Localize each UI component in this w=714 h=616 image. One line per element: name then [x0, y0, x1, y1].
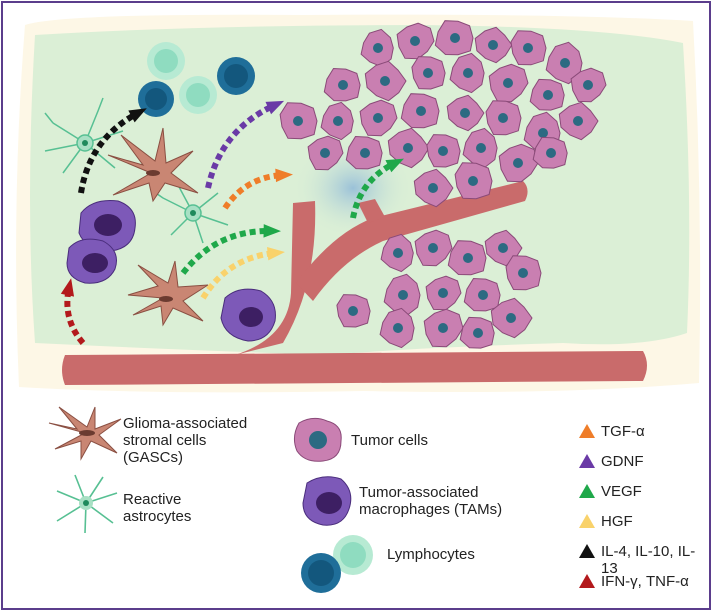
factor-legend-label: HGF [601, 513, 633, 530]
tumor-cell [414, 229, 453, 267]
tumor-cell [279, 102, 318, 140]
legend-gasc-label: Glioma-associated stromal cells (GASCs) [123, 415, 248, 466]
factor-legend-label: IFN-γ, TNF-α [601, 573, 689, 590]
gasc-bottom [127, 260, 209, 327]
factor-legend-label: VEGF [601, 483, 642, 500]
tumor-cell [485, 100, 522, 136]
tumor-cell-legend-icon [293, 417, 342, 462]
signal-arrow [78, 108, 147, 194]
signaling-arrows [60, 100, 404, 345]
tumor-cell [413, 168, 454, 208]
tumor-cell [498, 143, 539, 183]
tumor-cell [532, 136, 568, 169]
signal-arrow [180, 224, 281, 275]
tumor-cell [570, 67, 607, 103]
factor-triangle-icon [578, 573, 596, 594]
tumor-cell [364, 60, 407, 102]
tumor-cell [360, 28, 394, 68]
tumor-cell [463, 277, 501, 312]
tumor-cell [474, 26, 513, 64]
tumor-cell [459, 316, 495, 349]
tumor-cell [462, 127, 498, 169]
tumor-cell [383, 273, 421, 317]
signal-arrow [350, 158, 404, 219]
factor-triangle-icon [578, 543, 596, 564]
reactive-astrocyte-mid [152, 184, 229, 244]
lymphocyte-group [138, 42, 255, 117]
legend-tumor-label: Tumor cells [351, 432, 428, 449]
tumor-cell [323, 67, 361, 102]
tumor-cell [345, 135, 383, 170]
tumor-cell-cluster [279, 20, 607, 349]
tumor-cell [423, 308, 464, 348]
tam-legend-icon [302, 476, 352, 526]
factor-legend-label: GDNF [601, 453, 644, 470]
legend-astrocyte-label: Reactive astrocytes [123, 491, 192, 525]
tumor-cell [510, 30, 547, 66]
lymphocyte-legend-icon [301, 535, 373, 593]
microenvironment-diagram [16, 14, 701, 393]
factor-triangle-icon [578, 513, 596, 534]
factor-legend-label: TGF-α [601, 423, 645, 440]
reactive-astrocyte-top [44, 97, 124, 174]
tumor-cell [425, 275, 462, 311]
factor-triangle-icon [578, 483, 596, 504]
astrocyte-legend-icon [56, 474, 118, 534]
legend-tam-label: Tumor-associated macrophages (TAMs) [359, 484, 503, 518]
tumor-cell [336, 294, 371, 328]
tumor-cell [396, 22, 435, 60]
tumor-cell [320, 101, 354, 141]
tumor-cell [446, 94, 485, 132]
tumor-cell [454, 162, 493, 200]
tumor-cell [529, 78, 565, 111]
tumor-cell [411, 56, 446, 90]
blood-vessel [62, 181, 647, 385]
signal-arrow [222, 168, 293, 210]
tumor-cell [558, 101, 599, 141]
factor-triangle-icon [578, 423, 596, 444]
tumor-cell [505, 255, 542, 291]
tumor-cell [490, 297, 533, 339]
signal-arrow [205, 100, 285, 189]
tumor-cell [307, 135, 344, 171]
gasc-top [107, 127, 199, 203]
tam-group [66, 200, 276, 342]
tumor-cell [426, 134, 461, 168]
tumor-cell [449, 52, 485, 94]
factor-legend-label: IL-4, IL-10, IL-13 [601, 543, 696, 577]
tumor-cell [379, 307, 415, 349]
tumor-cell [380, 233, 414, 273]
tumor-cell [434, 20, 474, 56]
legend-lymphocyte-label: Lymphocytes [387, 546, 475, 563]
factor-triangle-icon [578, 453, 596, 474]
gasc-legend-icon [48, 406, 122, 461]
signal-arrow [60, 278, 86, 345]
tumor-cell [400, 93, 440, 129]
tumor-cell [447, 240, 487, 276]
signal-arrow [200, 246, 285, 300]
tumor-cell [387, 127, 430, 169]
tumor-cell [488, 63, 529, 103]
tumor-cell [359, 99, 398, 137]
